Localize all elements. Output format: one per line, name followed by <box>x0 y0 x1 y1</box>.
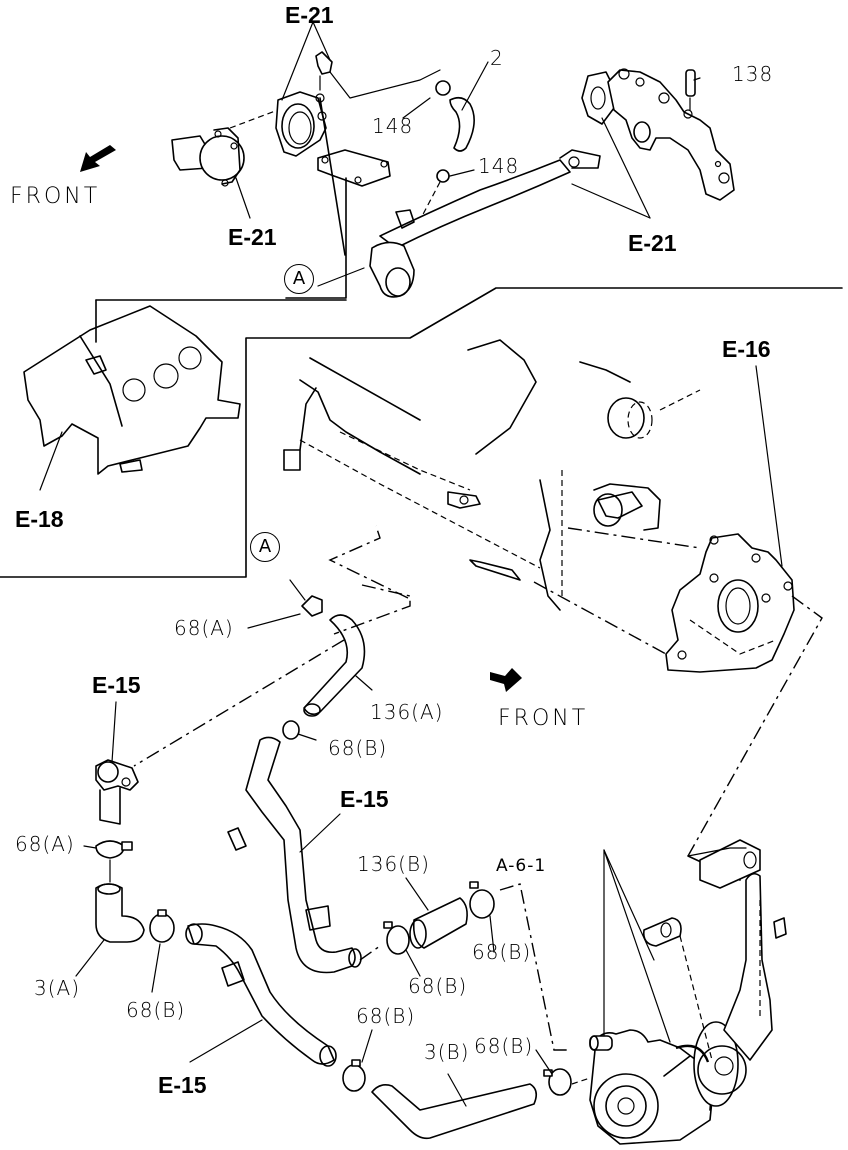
ref-label-e16[interactable]: E-16 <box>722 336 771 362</box>
ref-label-e15[interactable]: E-15 <box>92 672 141 698</box>
front-direction-label: FRONT <box>498 706 589 731</box>
ref-label-e15[interactable]: E-15 <box>340 786 389 812</box>
clamp-68b-low <box>342 1064 366 1092</box>
clamp-68b-pump <box>548 1068 572 1096</box>
part-callout: 3(A) <box>34 976 81 1000</box>
part-callout: 68(B) <box>472 940 532 964</box>
ref-label-e18[interactable]: E-18 <box>15 506 64 532</box>
front-direction-label: FRONT <box>10 184 101 209</box>
part-callout: 68(A) <box>15 832 75 856</box>
thermostat-housing <box>275 91 391 299</box>
ref-label-e21[interactable]: E-21 <box>628 230 677 256</box>
clamp-68b-mid <box>386 925 410 955</box>
water-pipe-upper <box>379 159 571 249</box>
thermostat-cover <box>171 109 279 187</box>
part-callout: 136(A) <box>370 700 444 724</box>
ref-label-e15[interactable]: E-15 <box>158 1072 207 1098</box>
part-callout: 68(B) <box>474 1034 534 1058</box>
part-callout: 68(B) <box>408 974 468 998</box>
engine-block-inset <box>23 305 241 491</box>
arrow-down-left-icon <box>80 145 116 172</box>
bolt <box>315 51 333 75</box>
part-callout: 68(A) <box>174 616 234 640</box>
part-callout: 68(B) <box>328 736 388 760</box>
connection-marker-a: A <box>250 532 280 562</box>
part-callout: 148 <box>372 114 414 138</box>
clamp-68b-left <box>149 913 175 943</box>
front-cover-oil-pump <box>665 533 795 673</box>
clamp-68b-top <box>282 720 300 740</box>
part-callout: 2 <box>490 46 504 70</box>
part-callout: 3(B) <box>424 1040 470 1064</box>
water-pump-assembly <box>589 839 787 1145</box>
connection-marker-a: A <box>284 264 314 294</box>
part-callout: 136(B) <box>357 852 430 876</box>
hose-2 <box>449 96 475 152</box>
hose-136a <box>303 614 366 716</box>
part-callout: 148 <box>478 154 520 178</box>
engine-front-block <box>283 339 701 611</box>
ref-label-e21[interactable]: E-21 <box>285 2 334 28</box>
stud-138 <box>685 69 696 97</box>
hose-136b <box>412 897 468 949</box>
water-pipe-e15-lower <box>187 923 335 1065</box>
clamp-68b-right <box>469 889 495 919</box>
ref-label-a61[interactable]: A-6-1 <box>496 856 547 876</box>
clamp-68a-top <box>301 595 323 617</box>
hose-3b <box>371 1083 538 1140</box>
water-pipe-e15-mid <box>245 736 356 974</box>
o-ring <box>675 1044 710 1063</box>
part-callout: 68(B) <box>126 998 186 1022</box>
clamp-68a-left <box>95 840 125 859</box>
ref-label-e21[interactable]: E-21 <box>228 224 277 250</box>
part-callout: 68(B) <box>356 1004 416 1028</box>
water-outlet-e15 <box>95 701 139 825</box>
clip-148-upper <box>435 80 451 96</box>
part-callout: 138 <box>732 62 774 86</box>
crossover-manifold <box>581 68 735 201</box>
arrow-down-right-icon <box>490 668 522 692</box>
clip-148-lower <box>436 169 450 183</box>
